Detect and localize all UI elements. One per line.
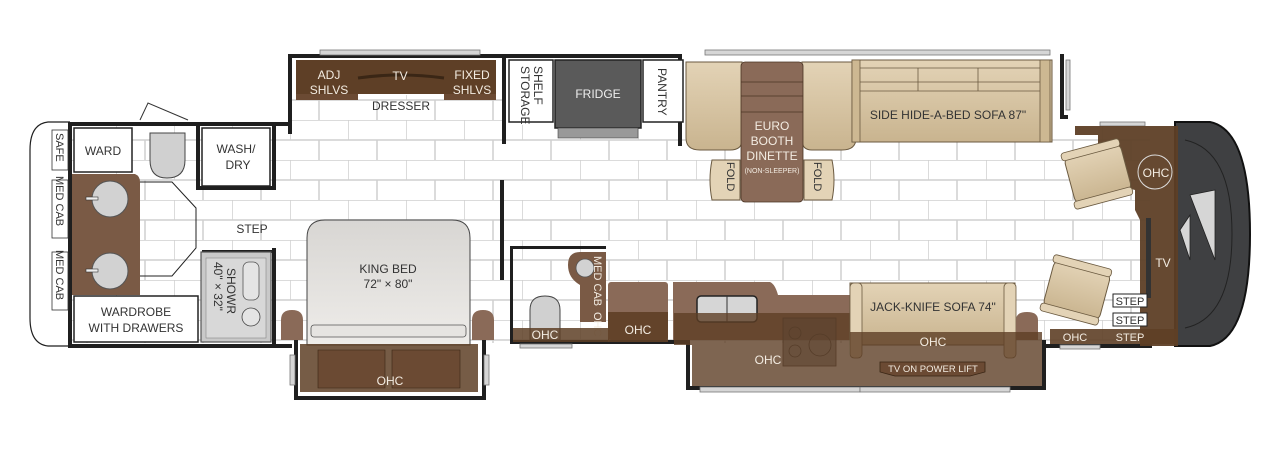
cockpit-tv-label: TV <box>1155 256 1170 270</box>
king-bed-size-label: 72" × 80" <box>364 277 413 291</box>
ward-closet[interactable] <box>73 127 133 173</box>
dinette-label: EURO <box>755 119 790 133</box>
step-label: STEP <box>236 222 267 236</box>
safe[interactable] <box>51 129 69 171</box>
med-cab-2[interactable] <box>51 251 69 311</box>
sink-icon <box>575 258 595 278</box>
living: EURO BOOTH DINETTE (NON-SLEEPER) FOLD FO… <box>673 59 1053 386</box>
ohc-bed-label: OHC <box>377 374 404 388</box>
ohc-half-bath-label: OHC <box>532 328 559 342</box>
jack-knife-sofa-label: JACK-KNIFE SOFA 74" <box>870 300 996 314</box>
king-bed-label: KING BED <box>359 262 417 276</box>
fridge-label: FRIDGE <box>575 87 620 101</box>
wash-dry-label: WASH/ <box>217 142 257 156</box>
shelf-storage-label: SHELF <box>531 66 545 105</box>
fold-right-label: FOLD <box>811 162 823 191</box>
rear-bath: SAFE MED CAB MED CAB WARD WASH/ DRY STEP… <box>51 102 272 343</box>
dinette-label-3: DINETTE <box>746 149 797 163</box>
tv-lift-label: TV ON POWER LIFT <box>888 364 978 375</box>
shelf-storage-label-2: STORAGE <box>518 66 532 124</box>
bedroom: ADJ SHLVS TV FIXED SHLVS DRESSER KING BE… <box>281 60 496 392</box>
ohc-half-bath[interactable] <box>513 328 609 342</box>
windows <box>289 49 1146 393</box>
step-1-label: STEP <box>1116 296 1145 308</box>
washer-dryer[interactable] <box>201 127 271 187</box>
wash-dry-label-2: DRY <box>225 158 250 172</box>
toilet-icon <box>149 132 186 179</box>
cockpit: OHC TV STEP STEP OHC STEP <box>1039 121 1252 347</box>
step-2-label: STEP <box>1116 315 1145 327</box>
safe-label: SAFE <box>53 133 65 162</box>
pantry-label: PANTRY <box>655 68 669 116</box>
pantry[interactable] <box>642 59 684 123</box>
wardrobe-with-drawers[interactable] <box>73 295 199 343</box>
adj-shelves-label-2: SHLVS <box>310 83 348 97</box>
dinette-seat-left[interactable] <box>685 61 743 151</box>
passenger-captain-chair[interactable] <box>1060 138 1134 210</box>
fixed-shelves-label-2: SHLVS <box>453 83 491 97</box>
side-sofa-label: SIDE HIDE-A-BED SOFA 87" <box>870 108 1026 122</box>
half-bath-med-cab-label: MED CAB <box>591 256 603 306</box>
ohc-cabinet[interactable] <box>608 312 668 342</box>
ohc-sofa[interactable] <box>850 332 1042 386</box>
dinette-label-2: BOOTH <box>751 134 794 148</box>
dinette-table[interactable] <box>740 61 804 203</box>
ohc-kitchen-label: OHC <box>755 353 782 367</box>
cockpit-tv[interactable] <box>1146 218 1151 298</box>
fixed-shelves-label: FIXED <box>454 68 490 82</box>
step-2[interactable] <box>1112 312 1148 327</box>
med-cab-1[interactable] <box>51 179 69 239</box>
tv-power-lift[interactable] <box>879 361 986 377</box>
bedroom-tv-label: TV <box>392 69 407 83</box>
steering-wheel-icon <box>1137 154 1173 190</box>
ohc-door[interactable] <box>1050 329 1178 344</box>
ohc-kitchen[interactable] <box>674 313 850 386</box>
shower-label: SHOWR <box>224 268 238 314</box>
fold-left-label: FOLD <box>724 162 736 191</box>
step-3-label: STEP <box>1116 332 1145 344</box>
ohc-sofa-label: OHC <box>920 335 947 349</box>
wardrobe-label: WARDROBE <box>101 305 171 319</box>
fridge[interactable] <box>554 59 642 129</box>
fold-chair-left[interactable] <box>709 159 741 201</box>
dresser-label: DRESSER <box>372 99 430 113</box>
dinette-label-4: (NON-SLEEPER) <box>745 168 800 175</box>
tv-icon <box>357 73 445 80</box>
med-cab-2-label: MED CAB <box>53 250 65 300</box>
driver-captain-chair[interactable] <box>1039 254 1113 326</box>
side-hide-a-bed-sofa[interactable] <box>851 59 1053 143</box>
adj-shelves-label: ADJ <box>318 68 341 82</box>
nightstand-right[interactable] <box>472 310 494 340</box>
ward-label: WARD <box>85 144 122 158</box>
ohc-door-label: OHC <box>1063 332 1088 344</box>
fold-chair-right[interactable] <box>803 159 835 201</box>
step-1[interactable] <box>1112 293 1148 308</box>
ohc-dash-label: OHC <box>1143 166 1170 180</box>
shower-size-label: 40" × 32" <box>211 262 225 311</box>
king-bed[interactable] <box>306 219 471 346</box>
dash-cabinet <box>1075 126 1178 346</box>
shelf-storage[interactable] <box>508 59 554 123</box>
med-cab-1-label: MED CAB <box>53 176 65 226</box>
nightstand-left[interactable] <box>281 310 303 340</box>
dinette-seat-right[interactable] <box>801 61 857 151</box>
dresser-cabinet[interactable] <box>296 60 496 94</box>
mid-section: SHELF STORAGE FRIDGE PANTRY MED CAB OHC … <box>508 59 684 342</box>
wardrobe-label-2: WITH DRAWERS <box>89 321 184 335</box>
ohc-cabinet-label: OHC <box>625 323 652 337</box>
